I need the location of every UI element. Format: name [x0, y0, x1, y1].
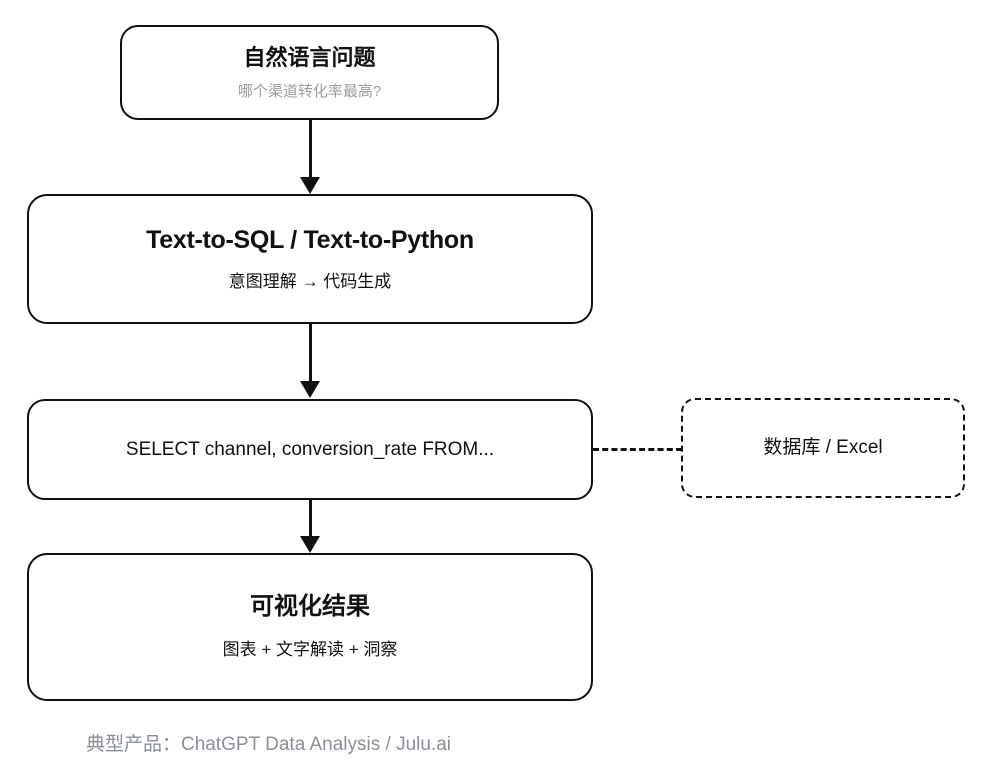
arrow-line	[308, 324, 312, 382]
node-visualisation-result[interactable]: 可视化结果 图表 + 文字解读 + 洞察	[27, 553, 593, 701]
node-result-title: 可视化结果	[250, 593, 370, 621]
node-question-subtitle: 哪个渠道转化率最高?	[237, 83, 382, 100]
arrow-line	[308, 120, 312, 178]
node-data-source[interactable]: 数据库 / Excel	[681, 398, 965, 498]
node-question-title: 自然语言问题	[243, 44, 376, 70]
arrowhead-down-icon	[300, 177, 320, 194]
node-engine-title: Text-to-SQL / Text-to-Python	[146, 225, 474, 254]
node-engine-subtitle: 意图理解 → 代码生成	[228, 272, 392, 292]
node-text-to-sql-engine[interactable]: Text-to-SQL / Text-to-Python 意图理解 → 代码生成	[27, 194, 593, 324]
node-generated-sql[interactable]: SELECT channel, conversion_rate FROM...	[27, 399, 593, 500]
dashed-link-sql-to-datasource	[593, 448, 682, 451]
node-natural-language-question[interactable]: 自然语言问题 哪个渠道转化率最高?	[120, 25, 499, 120]
arrow-line	[308, 500, 312, 537]
arrowhead-down-icon	[300, 381, 320, 398]
node-datasource-title: 数据库 / Excel	[763, 437, 883, 459]
arrowhead-down-icon	[300, 536, 320, 553]
diagram-caption: 典型产品：ChatGPT Data Analysis / Julu.ai	[86, 734, 451, 755]
node-result-subtitle: 图表 + 文字解读 + 洞察	[222, 640, 398, 660]
node-sql-title: SELECT channel, conversion_rate FROM...	[125, 438, 495, 460]
